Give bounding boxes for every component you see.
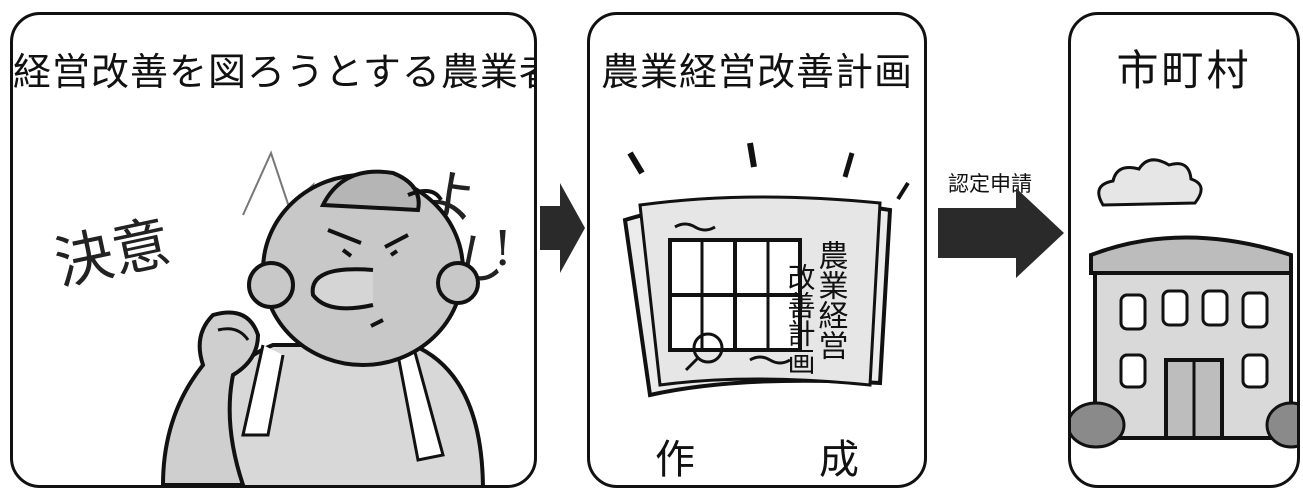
farmer-illustration: 決意 よ し ! bbox=[49, 150, 512, 485]
decision-text: 決意 bbox=[49, 208, 177, 299]
plan-panel: 農業経営改善計画 農業経営 改善計画 作 成 bbox=[587, 12, 927, 488]
plan-panel-title: 農業経営改善計画 bbox=[600, 50, 913, 94]
city-hall-illustration bbox=[1071, 158, 1297, 449]
exclaim-text-3: ! bbox=[493, 221, 512, 277]
city-panel: 市町村 bbox=[1068, 12, 1300, 488]
arrow-to-city bbox=[938, 188, 1064, 278]
farmer-panel: 経営改善を図ろうとする農業者 決意 よ し ! bbox=[10, 12, 537, 488]
plan-document-illustration: 農業経営 改善計画 bbox=[622, 142, 910, 398]
city-panel-title: 市町村 bbox=[1116, 46, 1252, 95]
farmer-panel-title: 経営改善を図ろうとする農業者 bbox=[13, 50, 537, 94]
arrow-to-plan bbox=[540, 183, 585, 273]
create-label: 作 成 bbox=[655, 437, 901, 483]
document-title-col1: 農業経営 bbox=[813, 240, 849, 360]
document-title-col2: 改善計画 bbox=[784, 263, 817, 375]
